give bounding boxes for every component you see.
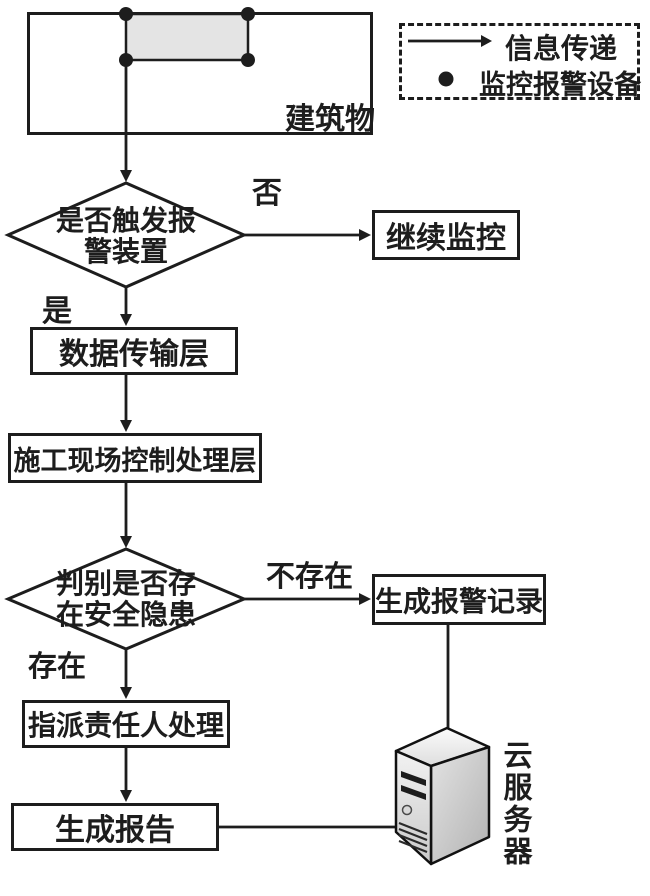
assign-handler-box: 指派责任人处理	[22, 700, 230, 748]
cloud-server-icon	[394, 726, 491, 866]
continue-monitoring-box: 继续监控	[372, 210, 520, 260]
building-label: 建筑物	[285, 103, 375, 136]
cloud-server-label: 云服务器	[499, 740, 531, 868]
decision-hazard-line2: 在安全隐患	[55, 599, 196, 630]
edge-label-yes: 是	[42, 295, 72, 328]
generate-report-box: 生成报告	[11, 803, 219, 851]
decision-alarm-line2: 警装置	[83, 236, 168, 267]
legend-dot-label: 监控报警设备	[479, 70, 641, 100]
legend-box	[399, 23, 640, 100]
decision-hazard-line1: 判别是否存	[55, 568, 196, 599]
legend-arrow-label: 信息传递	[505, 33, 618, 64]
flow-connectors	[124, 39, 481, 829]
legend-device-dot-icon	[438, 71, 454, 87]
edge-label-exist: 存在	[28, 651, 87, 683]
site-control-layer-box: 施工现场控制处理层	[8, 433, 262, 483]
alarm-record-box: 生成报警记录	[372, 574, 546, 625]
decision-alarm-diamond	[4, 181, 248, 289]
decision-hazard-diamond	[4, 547, 248, 651]
arrowheads	[120, 35, 492, 802]
edge-label-no: 否	[252, 177, 282, 210]
decision-alarm-line1: 是否触发报	[55, 205, 196, 236]
decision-hazard-text: 判别是否存 在安全隐患	[16, 559, 236, 639]
data-transmission-layer-box: 数据传输层	[30, 327, 238, 375]
monitored-area-rect	[124, 12, 250, 62]
edge-label-not-exist: 不存在	[266, 561, 354, 593]
building-box	[27, 12, 373, 135]
decision-alarm-text: 是否触发报 警装置	[16, 196, 236, 276]
